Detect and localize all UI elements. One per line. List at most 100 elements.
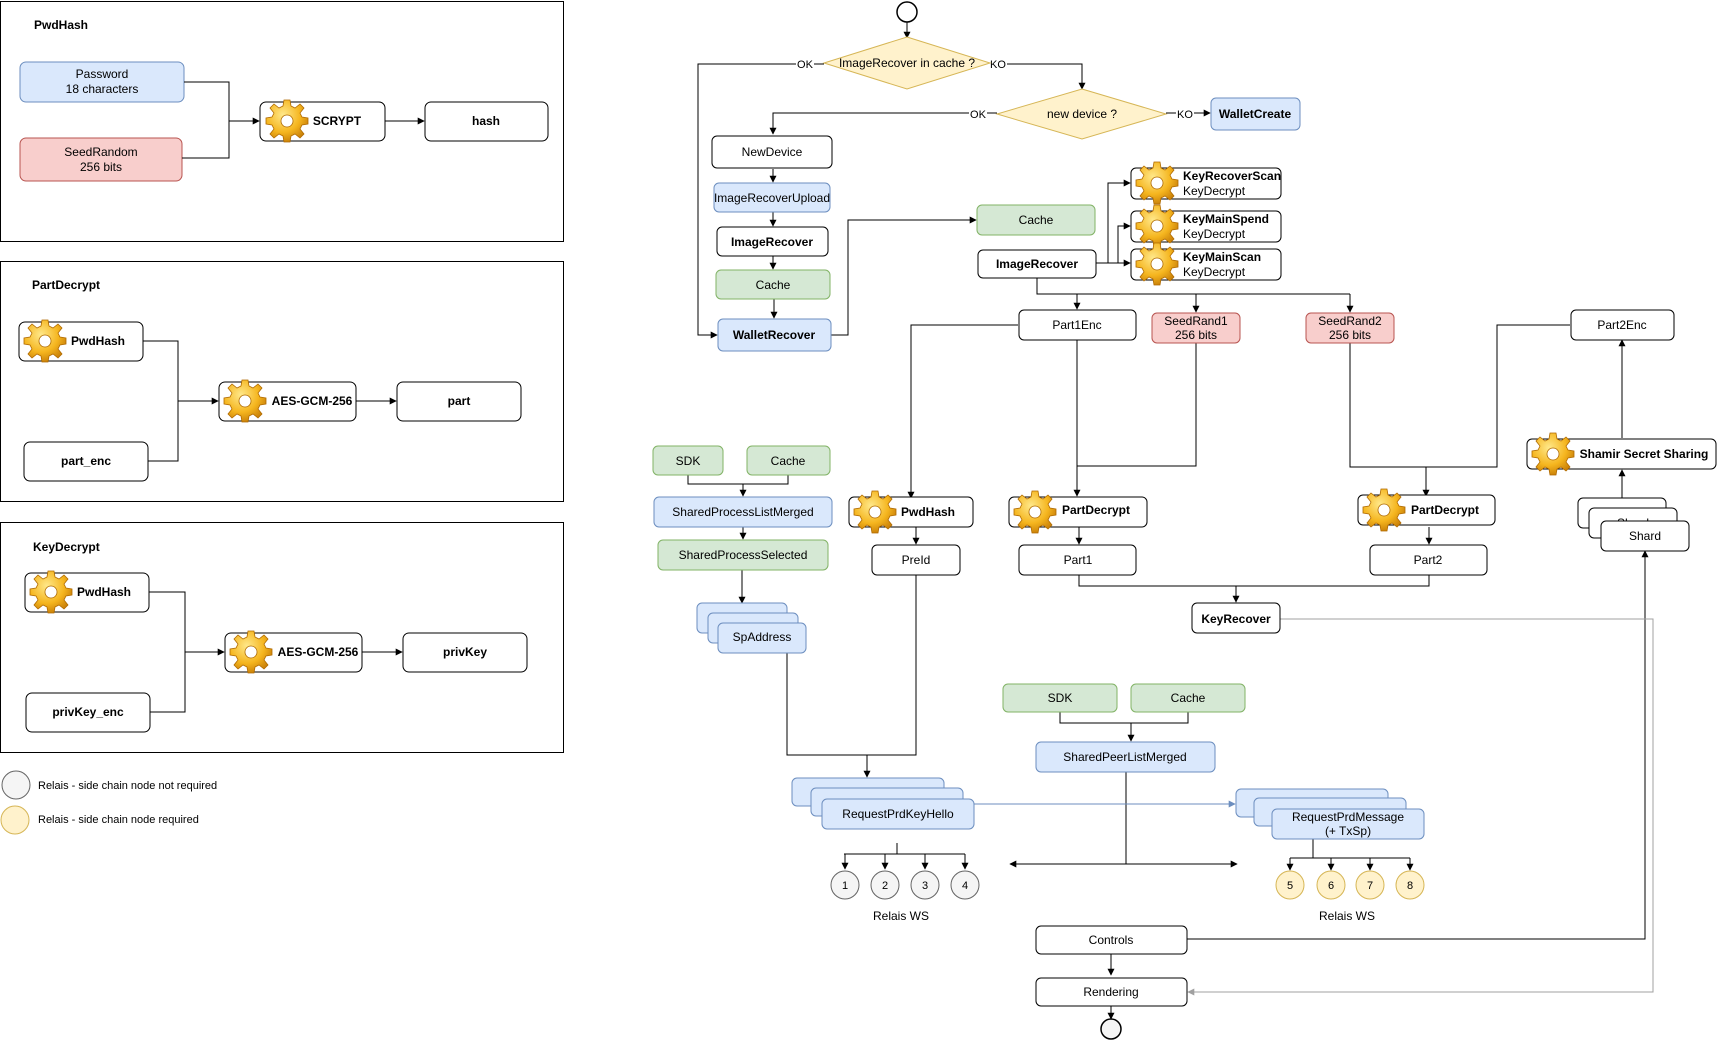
sp-address-stack[interactable]: SpAddress [696, 602, 807, 654]
shamir-node[interactable]: Shamir Secret Sharing [1526, 432, 1717, 476]
request-prd-key-hello-stack[interactable]: RequestPrdKeyHello RequestPrdKeyHello [791, 777, 975, 830]
shared-process-list-node[interactable]: SharedProcessListMerged [653, 496, 833, 528]
privkey-enc-node[interactable]: privKey_enc [25, 692, 151, 733]
seedrand2-node[interactable]: SeedRand2 256 bits [1305, 312, 1395, 344]
partdecrypt-node[interactable]: PartDecrypt [1357, 488, 1496, 532]
svg-text:AES-GCM-256: AES-GCM-256 [272, 394, 353, 408]
svg-text:WalletRecover: WalletRecover [733, 328, 816, 342]
cache-node[interactable]: Cache [976, 204, 1096, 236]
partdecrypt-node[interactable]: PartDecrypt [1008, 490, 1148, 534]
part2enc-node[interactable]: Part2Enc [1570, 309, 1675, 341]
svg-text:1: 1 [842, 880, 848, 892]
gear-icon [1013, 490, 1057, 534]
svg-text:PwdHash: PwdHash [71, 334, 125, 348]
new-device-node[interactable]: NewDevice [711, 135, 833, 169]
image-recover-node[interactable]: ImageRecover [716, 226, 829, 257]
part1enc-node[interactable]: Part1Enc [1018, 309, 1137, 341]
shared-process-selected-node[interactable]: SharedProcessSelected [657, 539, 829, 571]
gear-icon [1362, 488, 1406, 532]
relais-node-5[interactable]: 5 [1275, 870, 1305, 900]
password-node[interactable]: Password 18 characters [19, 61, 185, 103]
relais-node-6[interactable]: 6 [1316, 870, 1346, 900]
cache-node[interactable]: Cache [746, 445, 831, 476]
gear-icon [265, 99, 309, 143]
decision-new-device[interactable]: new device ? [995, 88, 1168, 140]
svg-text:part_enc: part_enc [61, 454, 111, 468]
svg-text:RequestPrdKeyHello: RequestPrdKeyHello [842, 807, 954, 821]
relais-node-3[interactable]: 3 [910, 870, 940, 900]
svg-text:NewDevice: NewDevice [742, 145, 803, 159]
image-recover-upload-node[interactable]: ImageRecoverUpload [713, 182, 831, 213]
svg-text:KeyDecrypt: KeyDecrypt [1183, 184, 1246, 198]
relais-node-1[interactable]: 1 [830, 870, 860, 900]
preid-node[interactable]: PreId [871, 544, 961, 576]
svg-text:18 characters: 18 characters [66, 82, 139, 96]
pwdhash-node[interactable]: PwdHash [18, 319, 144, 363]
gear-icon [853, 490, 897, 534]
rendering-node[interactable]: Rendering [1035, 977, 1188, 1007]
key-main-scan-node[interactable]: KeyMainScan KeyDecrypt [1130, 242, 1282, 286]
part2-node[interactable]: Part2 [1369, 544, 1488, 576]
svg-text:Part1: Part1 [1064, 553, 1093, 567]
svg-text:SeedRand2: SeedRand2 [1318, 314, 1382, 328]
cache-node[interactable]: Cache [1130, 683, 1246, 713]
relais-node-8[interactable]: 8 [1395, 870, 1425, 900]
svg-text:KeyRecoverScan: KeyRecoverScan [1183, 169, 1281, 183]
seedrand1-node[interactable]: SeedRand1 256 bits [1151, 312, 1241, 344]
privkey-node[interactable]: privKey [402, 632, 528, 673]
svg-text:KeyDecrypt: KeyDecrypt [1183, 227, 1246, 241]
relais-node-7[interactable]: 7 [1355, 870, 1385, 900]
relais-node-4[interactable]: 4 [950, 870, 980, 900]
relais-ws-label: Relais WS [1319, 909, 1375, 923]
controls-node[interactable]: Controls [1035, 925, 1188, 955]
request-prd-message-stack[interactable]: RequestPrdMessage (+ TxSp) [1235, 788, 1425, 840]
cache-node[interactable]: Cache [715, 269, 831, 300]
ko-label: KO [990, 59, 1006, 71]
sdk-node[interactable]: SDK [652, 445, 724, 476]
svg-text:hash: hash [472, 114, 500, 128]
key-main-spend-node[interactable]: KeyMainSpend KeyDecrypt [1130, 204, 1282, 248]
pwdhash-node[interactable]: PwdHash [24, 570, 150, 614]
part1-node[interactable]: Part1 [1018, 544, 1137, 576]
key-recover-scan-node[interactable]: KeyRecoverScan KeyDecrypt [1130, 161, 1282, 205]
hash-node[interactable]: hash [424, 101, 549, 142]
shared-peer-list-node[interactable]: SharedPeerListMerged [1035, 741, 1216, 773]
svg-text:SDK: SDK [1048, 691, 1073, 705]
partdecrypt-panel: PartDecrypt PwdHash part_enc AES-GCM-256… [0, 261, 564, 502]
decision-cache[interactable]: ImageRecover in cache ? [822, 36, 992, 90]
svg-text:SpAddress: SpAddress [733, 630, 792, 644]
svg-text:Part2Enc: Part2Enc [1597, 318, 1646, 332]
svg-text:256 bits: 256 bits [80, 160, 122, 174]
svg-text:Cache: Cache [1019, 213, 1054, 227]
svg-text:KeyRecover: KeyRecover [1201, 612, 1271, 626]
partdecrypt-panel-title: PartDecrypt [32, 278, 100, 292]
flow-edges [687, 22, 1654, 1020]
svg-text:privKey: privKey [443, 645, 487, 659]
aes-node[interactable]: AES-GCM-256 [224, 630, 363, 674]
svg-text:SeedRandom: SeedRandom [64, 145, 137, 159]
svg-text:RequestPrdMessage: RequestPrdMessage [1292, 810, 1404, 824]
svg-text:256 bits: 256 bits [1329, 328, 1371, 342]
relais-ws-label: Relais WS [873, 909, 929, 923]
sdk-node[interactable]: SDK [1002, 683, 1118, 713]
wallet-recover-node[interactable]: WalletRecover [717, 318, 832, 352]
seed-random-node[interactable]: SeedRandom 256 bits [19, 137, 183, 182]
part-enc-node[interactable]: part_enc [23, 441, 149, 482]
relais-node-2[interactable]: 2 [870, 870, 900, 900]
part-node[interactable]: part [396, 381, 522, 422]
edge-labels: OK KO OK KO [796, 57, 1194, 121]
shard-stack[interactable]: Shard Shard [1577, 497, 1690, 552]
svg-text:KeyDecrypt: KeyDecrypt [1183, 265, 1246, 279]
scrypt-node[interactable]: SCRYPT [259, 99, 386, 143]
svg-text:SDK: SDK [676, 454, 701, 468]
end-node [1100, 1018, 1122, 1040]
legend-not-required-label: Relais - side chain node not required [38, 780, 217, 792]
gear-icon [223, 379, 267, 423]
shard-front [1600, 520, 1690, 552]
image-recover-node[interactable]: ImageRecover [977, 249, 1097, 279]
pwdhash-node[interactable]: PwdHash [848, 490, 974, 534]
keydecrypt-panel-title: KeyDecrypt [33, 540, 100, 554]
wallet-create-node[interactable]: WalletCreate [1210, 97, 1301, 131]
key-recover-node[interactable]: KeyRecover [1191, 602, 1281, 634]
aes-node[interactable]: AES-GCM-256 [218, 379, 357, 423]
